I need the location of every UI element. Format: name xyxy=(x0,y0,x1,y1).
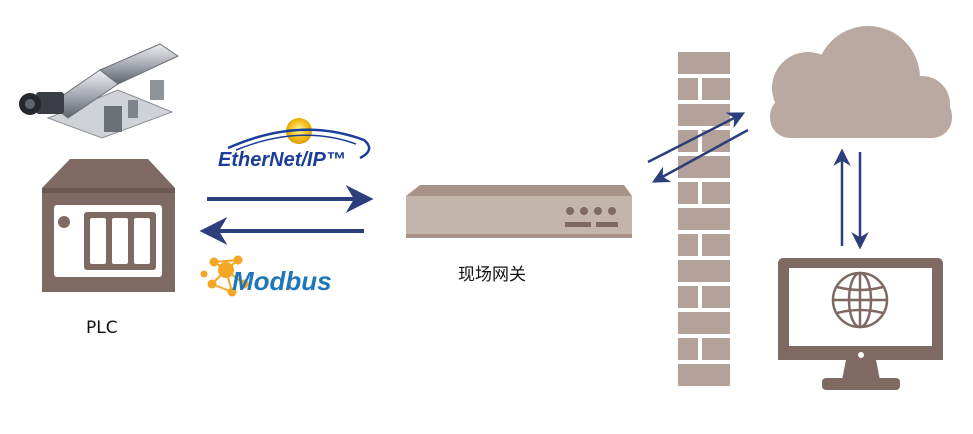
brick xyxy=(678,260,730,282)
brick xyxy=(702,78,730,100)
brick xyxy=(678,52,730,74)
modbus-logo: Modbus xyxy=(200,255,332,297)
firewall-wall xyxy=(678,52,730,386)
brick xyxy=(678,312,730,334)
brick xyxy=(678,182,698,204)
cloud-icon xyxy=(770,26,952,138)
globe-icon xyxy=(831,271,889,329)
plc-label: PLC xyxy=(86,318,118,338)
brick xyxy=(678,234,698,256)
modbus-text: Modbus xyxy=(232,266,332,296)
arrow-gateway-to-cloud xyxy=(647,112,746,164)
ethernet-ip-logo: EtherNet/IP™ xyxy=(218,118,371,171)
plc-icon xyxy=(42,159,175,292)
brick xyxy=(678,364,730,386)
brick xyxy=(702,234,730,256)
gateway-icon xyxy=(406,185,632,238)
brick xyxy=(678,338,698,360)
brick xyxy=(678,156,730,178)
brick xyxy=(702,182,730,204)
arrow-cloud-to-gateway xyxy=(651,128,749,183)
machine-image xyxy=(19,43,180,139)
ethernet-ip-text: EtherNet/IP™ xyxy=(218,149,346,171)
brick xyxy=(678,286,698,308)
brick xyxy=(678,78,698,100)
brick xyxy=(702,130,730,152)
monitor-icon xyxy=(778,258,943,390)
brick xyxy=(702,338,730,360)
brick xyxy=(702,286,730,308)
brick xyxy=(678,208,730,230)
gateway-label: 现场网关 xyxy=(458,265,526,285)
brick xyxy=(678,104,730,126)
